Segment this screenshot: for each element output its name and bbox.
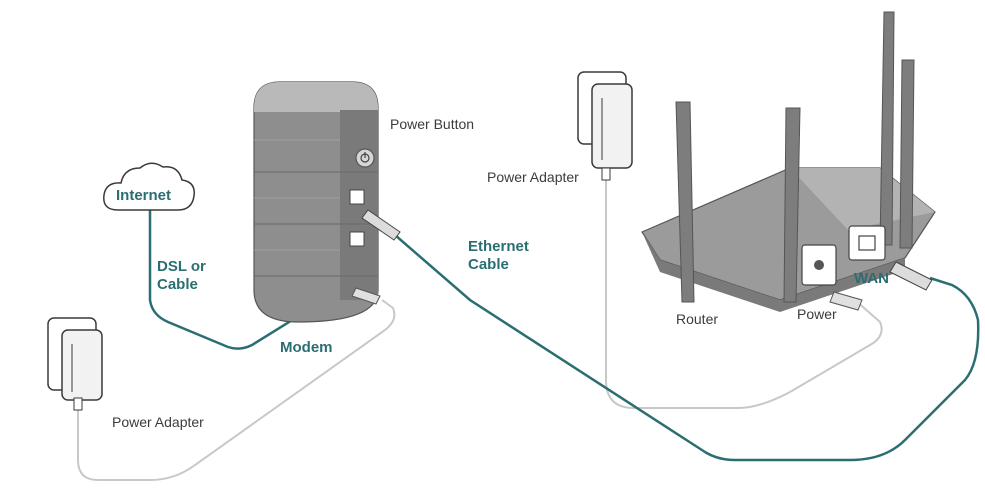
wan-label: WAN [854,270,889,287]
modem-label: Modem [280,339,333,356]
ethernet-plug-router [889,261,933,291]
power-port-icon [801,244,837,286]
router-antenna [675,11,915,303]
router-label: Router [676,311,719,327]
ethernet-cable [394,234,980,462]
dsl-label-line2: Cable [157,276,198,293]
power-plug-modem [351,287,381,305]
ethernet-port-icon [349,189,365,247]
ethernet-label-line1: Ethernet [468,238,529,255]
internet-label: Internet [116,187,172,204]
ethernet-cable-label: Ethernet Cable [468,238,529,274]
plug-icon [577,71,633,181]
power-plug-router [829,291,863,311]
ethernet-plug-modem [361,209,401,241]
cloud-icon [103,162,195,211]
power-adapter-right-label: Power Adapter [487,169,579,185]
dsl-label-line1: DSL or [157,258,206,275]
modem-power-cable [77,299,396,481]
power-label: Power [797,306,837,322]
ethernet-label-line2: Cable [468,256,509,273]
modem [253,81,379,323]
power-button-icon [355,148,375,168]
plug-icon [47,317,103,411]
router-power-cable [605,178,883,409]
power-adapter-left-label: Power Adapter [112,414,204,430]
power-button-label: Power Button [390,116,475,132]
ethernet-port-icon [848,225,886,261]
dsl-cable-label: DSL or Cable [157,258,206,294]
